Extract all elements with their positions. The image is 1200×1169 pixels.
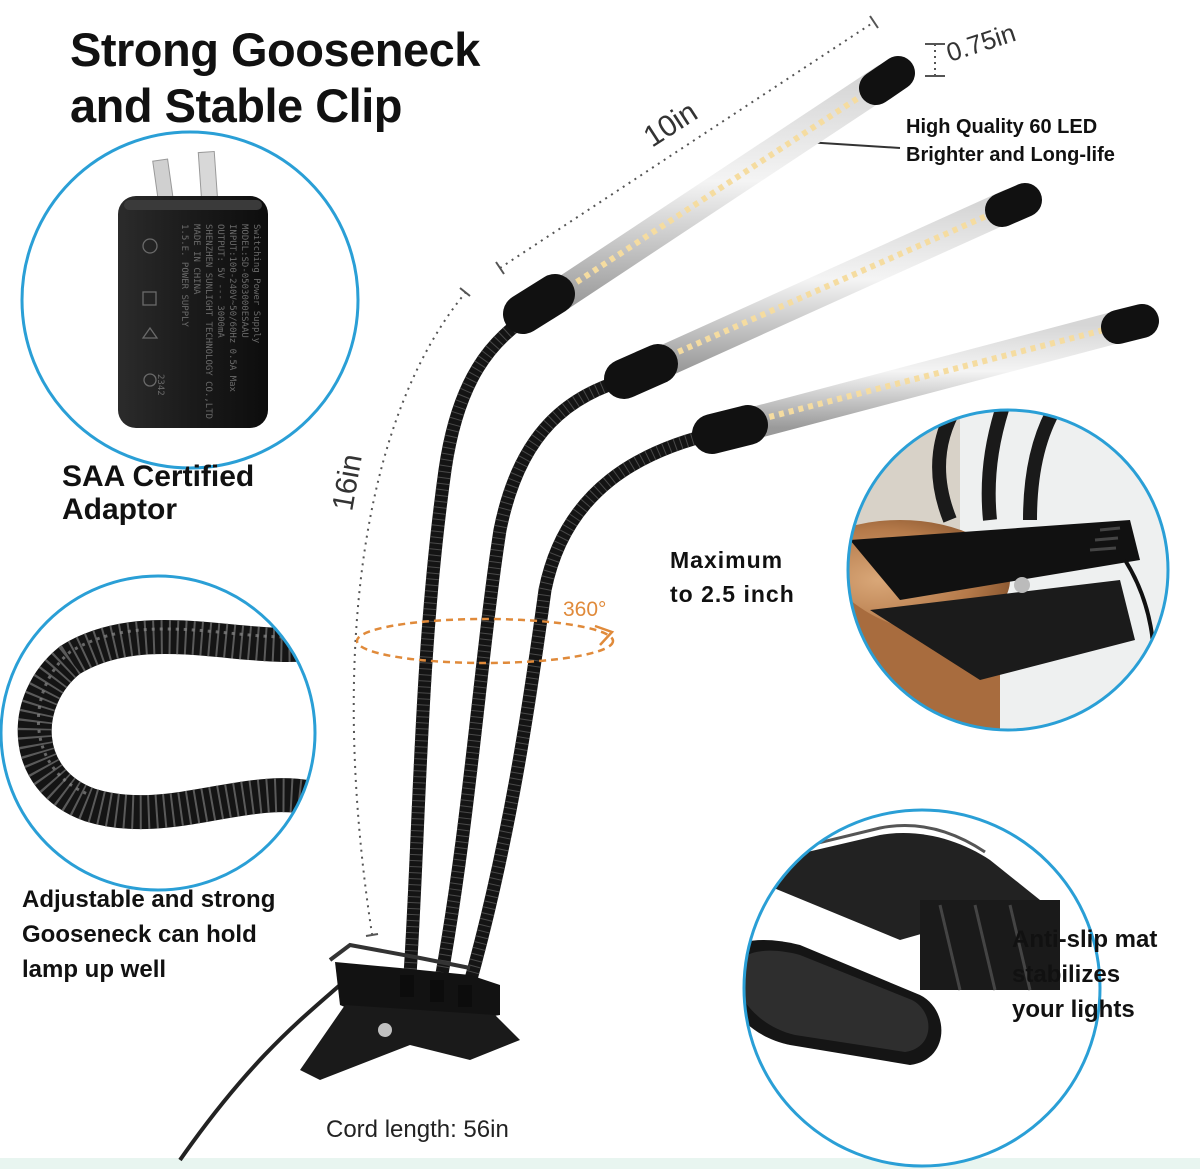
- base-clip: [300, 942, 520, 1080]
- cord-length-label: Cord length: 56in: [326, 1116, 509, 1143]
- adaptor-print-line: OUTPUT: 5V --- 3000mA: [215, 224, 225, 338]
- light-bar: [604, 183, 1042, 399]
- bottom-strip: [0, 1158, 1200, 1169]
- clip-circle: [846, 408, 1170, 732]
- length-label: 10in: [638, 95, 704, 154]
- mat-callout-line: stabilizes: [1012, 961, 1121, 988]
- led-callout-line: High Quality 60 LED: [906, 116, 1098, 138]
- adaptor-circle: Switching Power Supply MODEL:SD-0503000E…: [20, 130, 360, 470]
- mat-callout-line: your lights: [1012, 996, 1135, 1023]
- gooseneck-circle: [0, 574, 317, 892]
- certification-icons: [141, 238, 159, 387]
- clip-callout-line: to 2.5 inch: [670, 581, 795, 607]
- page-title: Strong Gooseneck and Stable Clip: [70, 22, 480, 134]
- adaptor-print-line: SHENZHEN SUNLIGHT TECHNOLOGY CO.,LTD: [203, 224, 213, 419]
- light-bar: [692, 304, 1159, 454]
- gooseneck-callout-line: lamp up well: [22, 956, 167, 983]
- height-label: 16in: [326, 452, 368, 514]
- rotation-label: 360°: [563, 598, 606, 621]
- mat-circle: [742, 808, 1102, 1168]
- gooseneck-callout-line: Adjustable and strong: [22, 886, 276, 913]
- adaptor-print-line: 1.5.E. POWER SUPPLY: [179, 224, 189, 328]
- clip-callout: Maximum to 2.5 inch: [670, 543, 795, 611]
- gooseneck-callout: Adjustable and strong Gooseneck can hold…: [22, 882, 275, 987]
- clip-callout-line: Maximum: [670, 547, 784, 573]
- dimension-guides: [352, 15, 945, 937]
- rotation-arrow-icon: [355, 617, 615, 665]
- adaptor-caption-line: SAA Certified: [62, 460, 255, 493]
- adaptor-print-line: Switching Power Supply: [251, 224, 261, 344]
- gooseneck-callout-line: Gooseneck can hold: [22, 921, 257, 948]
- adaptor-print-line: INPUT:100-240V~50/60Hz 0.5A Max: [227, 224, 237, 393]
- led-callout: High Quality 60 LED Brighter and Long-li…: [906, 113, 1115, 169]
- adaptor-print-line: MODEL:SD-0503000ESAAU: [239, 224, 249, 338]
- power-cord: [178, 983, 342, 1162]
- led-callout-line: Brighter and Long-life: [906, 144, 1115, 166]
- lamp: [178, 56, 1159, 1162]
- width-label: 0.75in: [943, 17, 1020, 67]
- mat-callout: Anti-slip mat stabilizes your lights: [1012, 922, 1157, 1027]
- page-title-line: and Stable Clip: [70, 79, 402, 132]
- adaptor-code: 2342: [155, 374, 165, 396]
- light-bar: [503, 56, 915, 334]
- adaptor-caption: SAA Certified Adaptor: [62, 460, 254, 526]
- page-title-line: Strong Gooseneck: [70, 23, 480, 76]
- mat-callout-line: Anti-slip mat: [1012, 926, 1158, 953]
- adaptor-caption-line: Adaptor: [62, 493, 177, 526]
- adaptor-print-line: MADE IN CHINA: [191, 224, 201, 295]
